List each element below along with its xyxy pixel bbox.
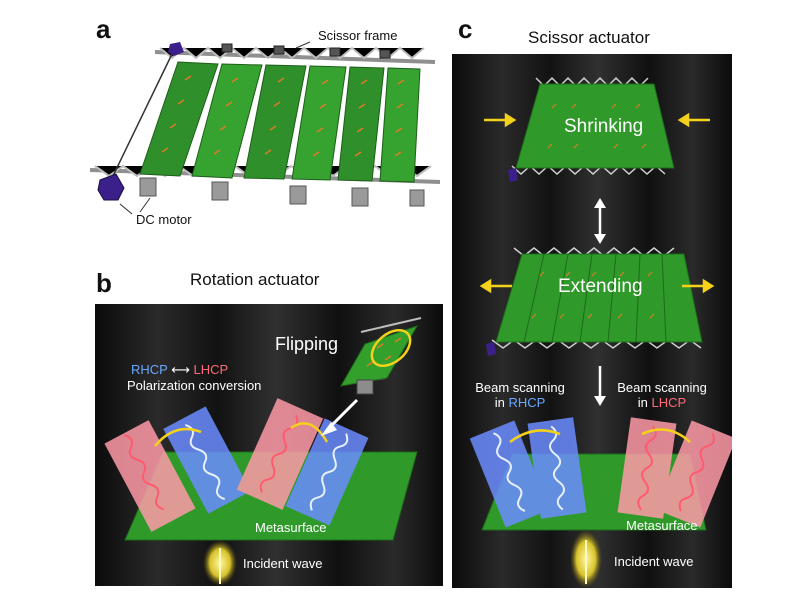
helix-wave-icon — [124, 415, 349, 511]
lhcp-label-b: LHCP — [193, 362, 229, 377]
polarization-header: RHCP ⟷ LHCP — [131, 362, 228, 378]
shrinking-label: Shrinking — [564, 116, 644, 137]
beam-scanning-right-in: in — [637, 395, 652, 410]
dc-motor-label: DC motor — [136, 212, 192, 227]
lhcp-label-c: LHCP — [651, 395, 687, 410]
panel-c-title: Scissor actuator — [528, 28, 650, 47]
beam-scanning-left-line2: in RHCP — [460, 395, 580, 410]
rhcp-label-c: RHCP — [508, 395, 546, 410]
beam-scanning-right-line1: Beam scanning — [617, 380, 707, 395]
panel-c-letter: c — [458, 14, 473, 44]
metasurface-label-b: Metasurface — [255, 520, 327, 535]
panel-b-title: Rotation actuator — [190, 270, 320, 289]
panel-b-letter: b — [96, 268, 112, 298]
rhcp-label-b: RHCP — [131, 362, 168, 377]
metasurface-label-c: Metasurface — [626, 518, 698, 533]
conversion-arrow: ⟷ — [171, 362, 190, 377]
flipping-label: Flipping — [275, 334, 339, 354]
beam-scanning-left-label: Beam scanning in RHCP — [460, 380, 580, 410]
beam-scanning-left-in: in — [494, 395, 509, 410]
incident-wave-label-b: Incident wave — [243, 556, 323, 571]
panel-c-image: Shrinking Extending Beam scanning in RHC… — [452, 54, 732, 588]
extending-label: Extending — [558, 276, 643, 297]
dc-motor-icon — [97, 173, 125, 201]
panel-b-image: Flipping RHCP ⟷ LHCP Polarization conver… — [95, 304, 443, 586]
panel-a-metasurface-strips — [139, 61, 421, 183]
incident-wave-label-c: Incident wave — [614, 554, 694, 569]
scissor-frame-label: Scissor frame — [318, 28, 398, 43]
beam-scanning-right-label: Beam scanning in LHCP — [602, 380, 722, 410]
beam-scanning-right-line2: in LHCP — [602, 395, 722, 410]
polarization-conversion-label: Polarization conversion — [127, 378, 262, 393]
extending-metasurface — [495, 253, 703, 343]
panel-b-scene — [104, 317, 422, 586]
beam-scanning-left-line1: Beam scanning — [475, 380, 565, 395]
panel-a-letter: a — [96, 14, 111, 44]
panel-c-scene — [469, 76, 732, 588]
scissor-frame-icon — [221, 43, 391, 59]
